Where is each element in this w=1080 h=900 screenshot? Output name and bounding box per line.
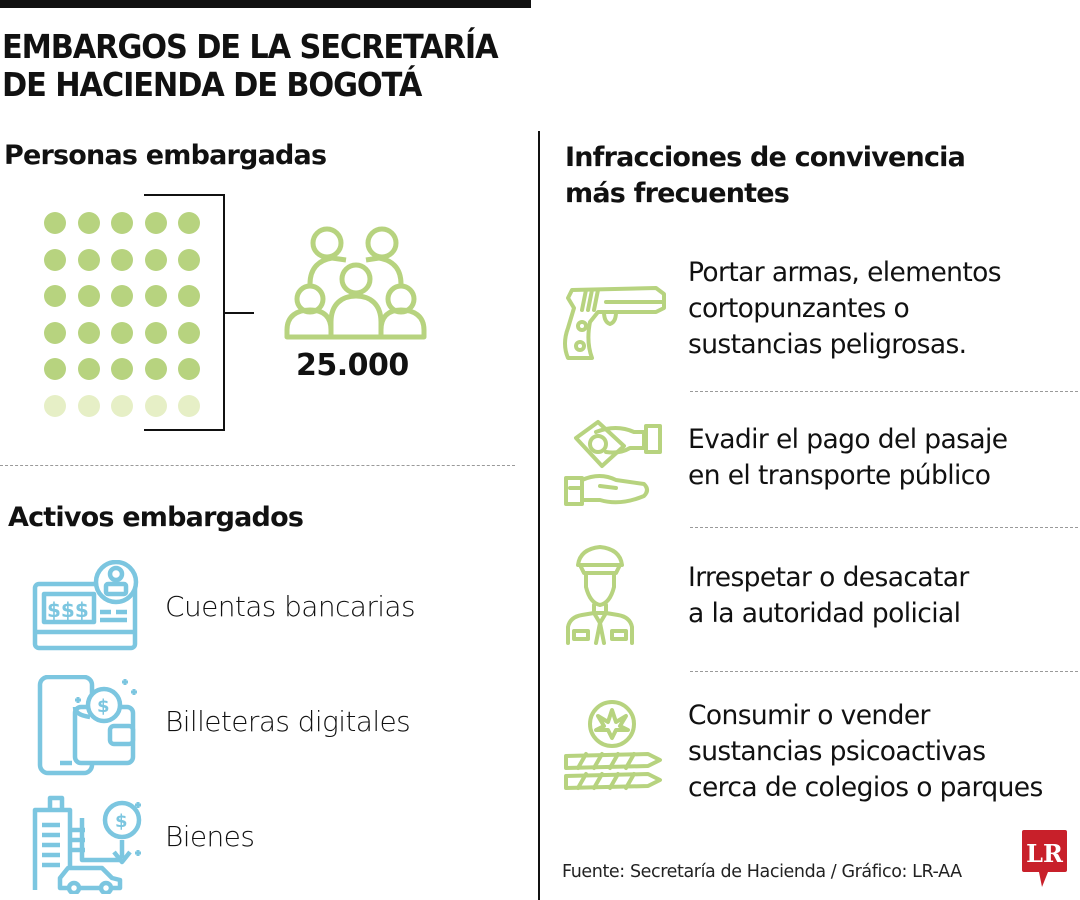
dot — [44, 358, 66, 380]
asset-item: $ Bienes — [30, 790, 530, 894]
personas-value: 25.000 — [296, 348, 409, 383]
money-hands-icon — [564, 420, 662, 506]
dot — [77, 285, 100, 307]
dot — [144, 212, 167, 234]
infraction-divider — [690, 527, 1078, 528]
people-group-icon — [284, 226, 427, 340]
dot-faded — [178, 394, 200, 417]
cannabis-icon — [564, 700, 662, 790]
pistol-icon — [563, 286, 666, 360]
dot — [178, 248, 200, 271]
dot — [111, 212, 133, 234]
dot — [111, 321, 133, 344]
page-title: EMBARGOS DE LA SECRETARÍA DE HACIENDA DE… — [2, 28, 517, 104]
dot-faded — [44, 394, 66, 417]
asset-label: Billeteras digitales — [165, 705, 411, 738]
infraction-text: Irrespetar o desacatar a la autoridad po… — [688, 562, 969, 629]
asset-label: Bienes — [165, 820, 255, 853]
dot-grid — [44, 212, 200, 417]
dot — [44, 285, 66, 307]
infracciones-title-line-2: más frecuentes — [565, 178, 790, 209]
asset-label: Cuentas bancarias — [165, 590, 416, 623]
infraction-divider — [690, 391, 1078, 392]
dot — [178, 321, 200, 344]
dot — [178, 212, 200, 234]
dot — [111, 248, 133, 271]
dot-faded — [111, 394, 133, 417]
section-divider — [0, 465, 515, 466]
asset-item: $ Billeteras digitales — [30, 675, 530, 776]
dot — [178, 285, 200, 307]
dot — [44, 248, 66, 271]
dot — [77, 358, 100, 380]
svg-text:LR: LR — [1026, 839, 1064, 868]
bracket-top — [144, 194, 224, 196]
dot — [44, 212, 66, 234]
bracket-tick — [224, 312, 254, 314]
police-officer-icon — [566, 545, 634, 645]
title-line-2: DE HACIENDA DE BOGOTÁ — [2, 65, 422, 104]
bank-account-icon: $$$ — [32, 560, 139, 651]
property-icon: $ — [32, 795, 142, 894]
top-rule — [0, 0, 531, 8]
dot-faded — [144, 394, 167, 417]
dot — [44, 321, 66, 344]
svg-text:$: $ — [115, 811, 128, 832]
digital-wallet-icon: $ — [37, 675, 137, 776]
infraction-item: Irrespetar o desacatar a la autoridad po… — [560, 545, 1080, 650]
title-line-1: EMBARGOS DE LA SECRETARÍA — [2, 27, 499, 66]
infraction-item: Consumir o vender sustancias psicoactiva… — [560, 698, 1080, 818]
svg-text:$$$: $$$ — [47, 598, 89, 622]
dot — [178, 358, 200, 380]
bracket-bottom — [144, 429, 224, 431]
infraction-item: Evadir el pago del pasaje en el transpor… — [560, 420, 1080, 512]
infracciones-title: Infracciones de convivencia más frecuent… — [565, 140, 966, 212]
infraction-text: Evadir el pago del pasaje en el transpor… — [688, 424, 1008, 491]
asset-item: $$$ Cuentas bancarias — [30, 560, 530, 660]
infraction-divider — [690, 671, 1078, 672]
infraction-text: Portar armas, elementos cortopunzantes o… — [688, 257, 1002, 360]
infraction-item: Portar armas, elementos cortopunzantes o… — [560, 255, 1080, 375]
svg-text:$: $ — [97, 696, 110, 717]
dot — [77, 321, 100, 344]
personas-title: Personas embargadas — [4, 140, 327, 171]
lr-logo-icon: LR — [1022, 830, 1067, 887]
activos-title: Activos embargados — [8, 502, 304, 533]
column-divider — [538, 131, 540, 900]
dot-faded — [77, 394, 100, 417]
dot — [111, 358, 133, 380]
infracciones-title-line-1: Infracciones de convivencia — [565, 142, 966, 173]
dot — [144, 358, 167, 380]
dot — [144, 248, 167, 271]
dot — [77, 212, 100, 234]
source-credit: Fuente: Secretaría de Hacienda / Gráfico… — [562, 862, 962, 882]
infraction-text: Consumir o vender sustancias psicoactiva… — [688, 700, 1043, 803]
dot — [77, 248, 100, 271]
dot — [144, 321, 167, 344]
dot — [111, 285, 133, 307]
dot — [144, 285, 167, 307]
